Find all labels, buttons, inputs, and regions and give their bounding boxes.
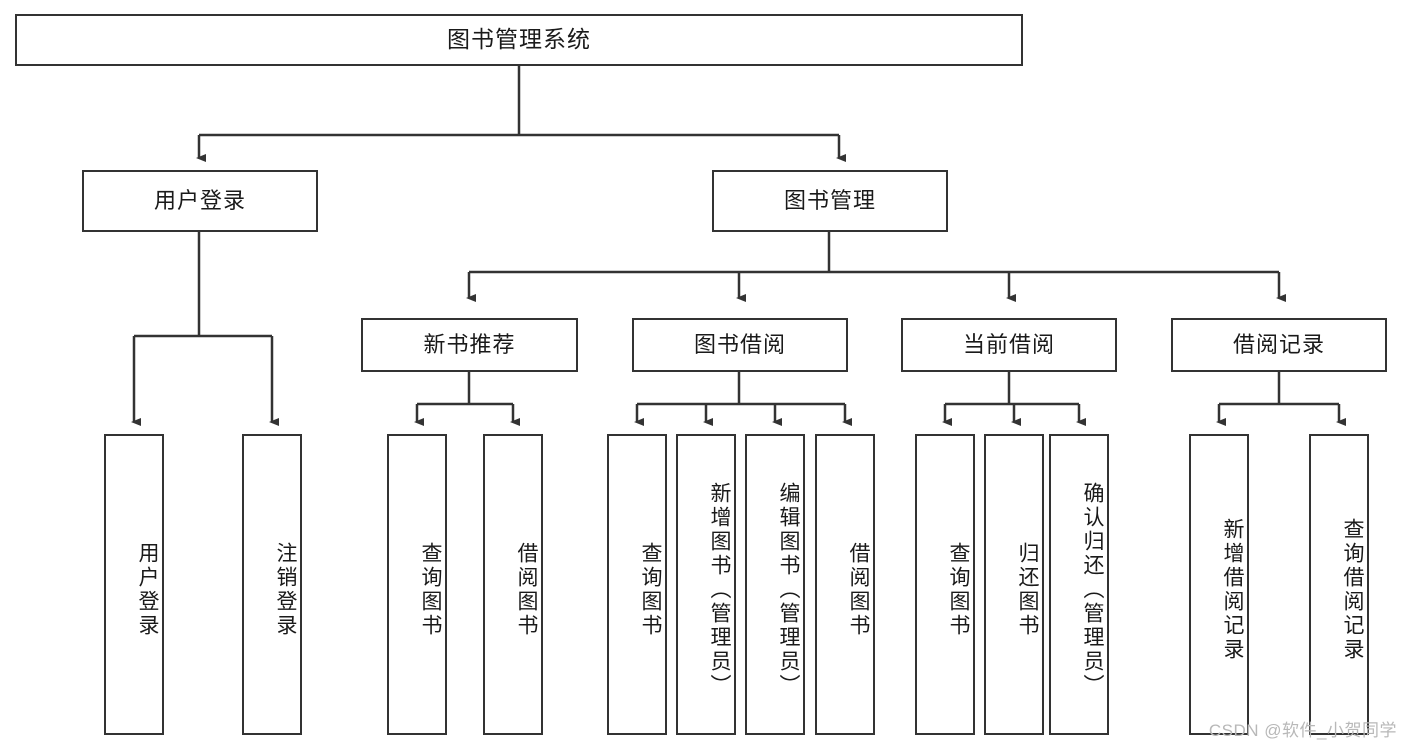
leaf-label: 新增图书（管理员）	[708, 481, 731, 698]
leaf-borrow-book[interactable]: 借阅图书	[815, 434, 875, 735]
leaf-label: 新增借阅记录	[1221, 517, 1244, 662]
leaf-label: 借阅图书	[515, 541, 538, 638]
node-book-management[interactable]: 图书管理	[712, 170, 948, 232]
leaf-query-book-current[interactable]: 查询图书	[915, 434, 975, 735]
node-book-borrow[interactable]: 图书借阅	[632, 318, 848, 372]
leaf-label: 归还图书	[1016, 541, 1039, 638]
leaf-return-book[interactable]: 归还图书	[984, 434, 1044, 735]
leaf-label: 确认归还（管理员）	[1081, 481, 1104, 698]
node-root[interactable]: 图书管理系统	[15, 14, 1023, 66]
leaf-label: 借阅图书	[847, 541, 870, 638]
leaf-borrow-book-recommend[interactable]: 借阅图书	[483, 434, 543, 735]
leaf-edit-book-admin[interactable]: 编辑图书（管理员）	[745, 434, 805, 735]
leaf-add-borrow-record[interactable]: 新增借阅记录	[1189, 434, 1249, 735]
leaf-query-borrow-record[interactable]: 查询借阅记录	[1309, 434, 1369, 735]
leaf-add-book-admin[interactable]: 新增图书（管理员）	[676, 434, 736, 735]
leaf-label: 编辑图书（管理员）	[777, 481, 800, 698]
leaf-label: 用户登录	[136, 541, 159, 638]
watermark: CSDN @软件_小贺同学	[1208, 721, 1397, 740]
node-new-book-recommend[interactable]: 新书推荐	[361, 318, 578, 372]
leaf-logout[interactable]: 注销登录	[242, 434, 302, 735]
leaf-query-book-recommend[interactable]: 查询图书	[387, 434, 447, 735]
leaf-label: 查询图书	[419, 541, 442, 638]
leaf-label: 查询图书	[947, 541, 970, 638]
node-current-borrow[interactable]: 当前借阅	[901, 318, 1117, 372]
leaf-confirm-return-admin[interactable]: 确认归还（管理员）	[1049, 434, 1109, 735]
node-user-login[interactable]: 用户登录	[82, 170, 318, 232]
leaf-user-login[interactable]: 用户登录	[104, 434, 164, 735]
leaf-label: 查询图书	[639, 541, 662, 638]
node-borrow-record[interactable]: 借阅记录	[1171, 318, 1387, 372]
leaf-label: 注销登录	[274, 541, 297, 638]
leaf-label: 查询借阅记录	[1341, 517, 1364, 662]
leaf-query-book-borrow[interactable]: 查询图书	[607, 434, 667, 735]
